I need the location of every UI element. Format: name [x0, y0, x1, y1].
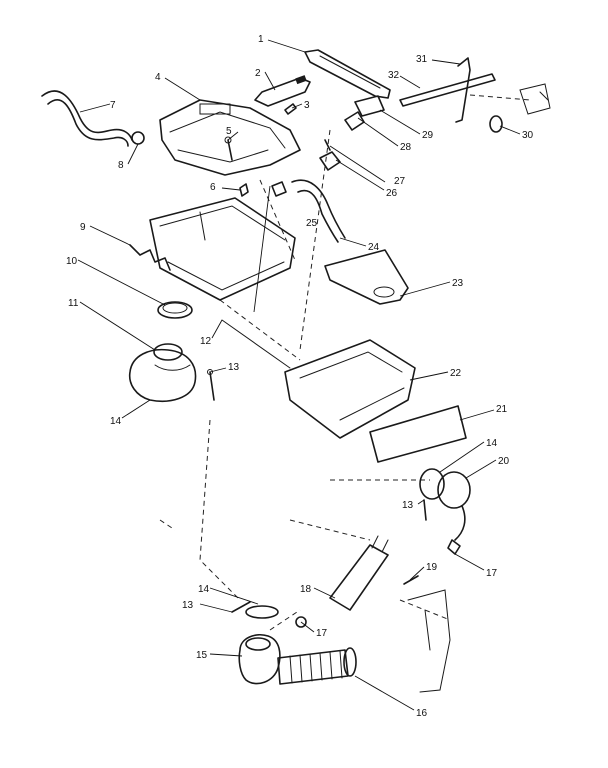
part-4-upper-housing — [159, 99, 301, 176]
leader-lines — [77, 39, 521, 711]
label-18: 18 — [300, 584, 312, 595]
label-9: 9 — [80, 222, 86, 233]
label-11: 11 — [68, 298, 79, 309]
part-3-screw — [284, 103, 297, 115]
lower-right-frame-fragment — [407, 589, 451, 693]
label-14-b: 14 — [486, 438, 498, 449]
label-3: 3 — [304, 100, 310, 111]
label-32: 32 — [388, 70, 400, 81]
part-22-dispenser-drawer — [284, 339, 416, 439]
part-13-screw-a — [207, 369, 215, 401]
part-32-rod — [399, 73, 496, 107]
label-7: 7 — [110, 100, 116, 111]
part-25-elbow — [271, 181, 287, 197]
label-5: 5 — [226, 126, 232, 137]
part-29-latch — [354, 95, 385, 117]
part-18-connector — [329, 535, 389, 611]
label-21: 21 — [496, 404, 508, 415]
part-15-lower-pump — [238, 634, 281, 685]
label-14-c: 14 — [198, 584, 210, 595]
label-29: 29 — [422, 130, 434, 141]
label-19: 19 — [426, 562, 438, 573]
part-1-hinge-bar — [304, 49, 391, 99]
label-20: 20 — [498, 456, 510, 467]
part-9-dispenser-tub — [129, 197, 296, 301]
part-13-screw-c — [231, 601, 251, 613]
label-6: 6 — [210, 182, 216, 193]
label-17-a: 17 — [486, 568, 498, 579]
label-13-b: 13 — [402, 500, 414, 511]
part-19-screw — [403, 575, 419, 585]
part-14-clamp-right — [419, 468, 445, 500]
label-8: 8 — [118, 160, 124, 171]
part-14-clamp-lower — [245, 605, 279, 619]
part-16-bellows-hose — [277, 647, 357, 685]
part-number-labels: 1 2 3 4 5 6 7 8 9 10 11 12 13 14 22 21 1… — [66, 34, 534, 719]
label-14-a: 14 — [110, 416, 122, 427]
label-28: 28 — [400, 142, 412, 153]
part-10-gasket — [157, 301, 193, 319]
label-23: 23 — [452, 278, 464, 289]
part-6-clip — [239, 183, 249, 197]
part-24-corrugated-hose — [291, 179, 346, 243]
label-30: 30 — [522, 130, 534, 141]
label-4: 4 — [155, 72, 161, 83]
part-17-washer-lower — [295, 616, 307, 628]
part-27-screw — [324, 139, 331, 151]
part-23-drawer-handle — [324, 249, 409, 305]
part-5-pin — [224, 136, 233, 161]
part-21-trim-strip — [369, 405, 467, 463]
label-31: 31 — [416, 54, 428, 65]
part-13-screw-b — [423, 499, 427, 521]
label-13-c: 13 — [182, 600, 194, 611]
label-15: 15 — [196, 650, 208, 661]
label-12: 12 — [200, 336, 212, 347]
part-11-pump-housing — [128, 343, 197, 402]
part-20-cap-and-hose — [437, 471, 471, 555]
label-22: 22 — [450, 368, 462, 379]
right-bracket-fragment — [519, 83, 551, 115]
part-30-knob — [489, 115, 503, 133]
label-24: 24 — [368, 242, 380, 253]
assembly-guide-lines — [159, 94, 531, 631]
label-10: 10 — [66, 256, 78, 267]
part-7-hose — [41, 90, 133, 147]
part-12-rod — [221, 319, 291, 369]
part-31-spring — [455, 57, 471, 123]
label-27: 27 — [394, 176, 406, 187]
label-2: 2 — [255, 68, 261, 79]
label-1: 1 — [258, 34, 264, 45]
label-26: 26 — [386, 188, 398, 199]
part-2-water-valve — [254, 75, 311, 107]
label-25: 25 — [306, 218, 318, 229]
label-16: 16 — [416, 708, 428, 719]
label-17-b: 17 — [316, 628, 328, 639]
label-13-a: 13 — [228, 362, 240, 373]
part-8-hose-clamp — [131, 131, 145, 145]
